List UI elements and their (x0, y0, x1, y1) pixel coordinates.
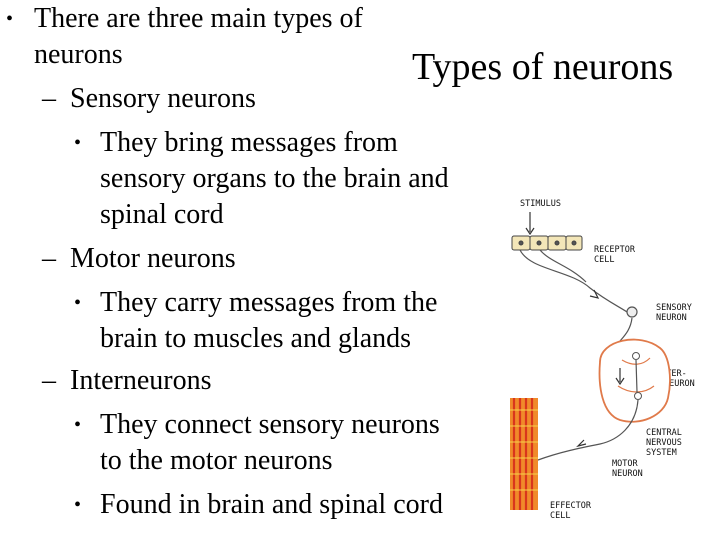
dash-marker: – (42, 365, 56, 396)
bullet-text: Found in brain and spinal cord (100, 489, 443, 520)
muscle-effector-icon (510, 398, 538, 510)
bullet-text: sensory organs to the brain and (100, 163, 449, 194)
bullet-text: They carry messages from the (100, 287, 438, 318)
label-inter: INTER- (656, 369, 687, 379)
bullet-marker: • (74, 494, 82, 516)
bullet-text: spinal cord (100, 199, 224, 230)
label-cns: CENTRAL (646, 428, 682, 438)
stimulus-arrow-icon (525, 212, 535, 236)
bullet-marker: • (74, 132, 82, 154)
subheading-sensory: Sensory neurons (70, 83, 256, 114)
label-effector: EFFECTOR (550, 501, 592, 511)
label-effector-cell: CELL (550, 511, 570, 521)
bullet-marker: • (6, 8, 14, 30)
bullet-text: They connect sensory neurons (100, 409, 440, 440)
spinal-cord-icon (598, 338, 671, 423)
bullet-text: brain to muscles and glands (100, 323, 412, 354)
sensory-neuron-icon (519, 249, 638, 351)
subheading-motor: Motor neurons (70, 243, 236, 274)
neuron-pathway-diagram: STIMULUS RECEPTOR CELL SENSORY NEURON IN… (510, 199, 695, 521)
label-motor-neuron: NEURON (612, 469, 643, 479)
dash-marker: – (42, 83, 56, 114)
label-sensory: SENSORY (656, 303, 692, 313)
bullet-text: neurons (34, 39, 123, 70)
label-inter-neuron: NEURON (664, 379, 695, 389)
label-sensory-neuron: NEURON (656, 313, 687, 323)
dash-marker: – (42, 243, 56, 274)
label-receptor: RECEPTOR (594, 245, 636, 255)
receptor-cells-icon (511, 235, 583, 251)
bullet-marker: • (74, 292, 82, 314)
label-system: SYSTEM (646, 448, 677, 458)
slide-title: Types of neurons (412, 46, 674, 88)
label-stimulus: STIMULUS (520, 199, 561, 209)
label-motor: MOTOR (612, 459, 638, 469)
subheading-interneurons: Interneurons (70, 365, 212, 396)
label-nervous: NERVOUS (646, 438, 682, 448)
bullet-text: to the motor neurons (100, 445, 333, 476)
bullet-text: There are three main types of (34, 3, 363, 34)
label-receptor-cell: CELL (594, 255, 614, 265)
bullet-text: They bring messages from (100, 127, 398, 158)
bullet-marker: • (74, 414, 82, 436)
